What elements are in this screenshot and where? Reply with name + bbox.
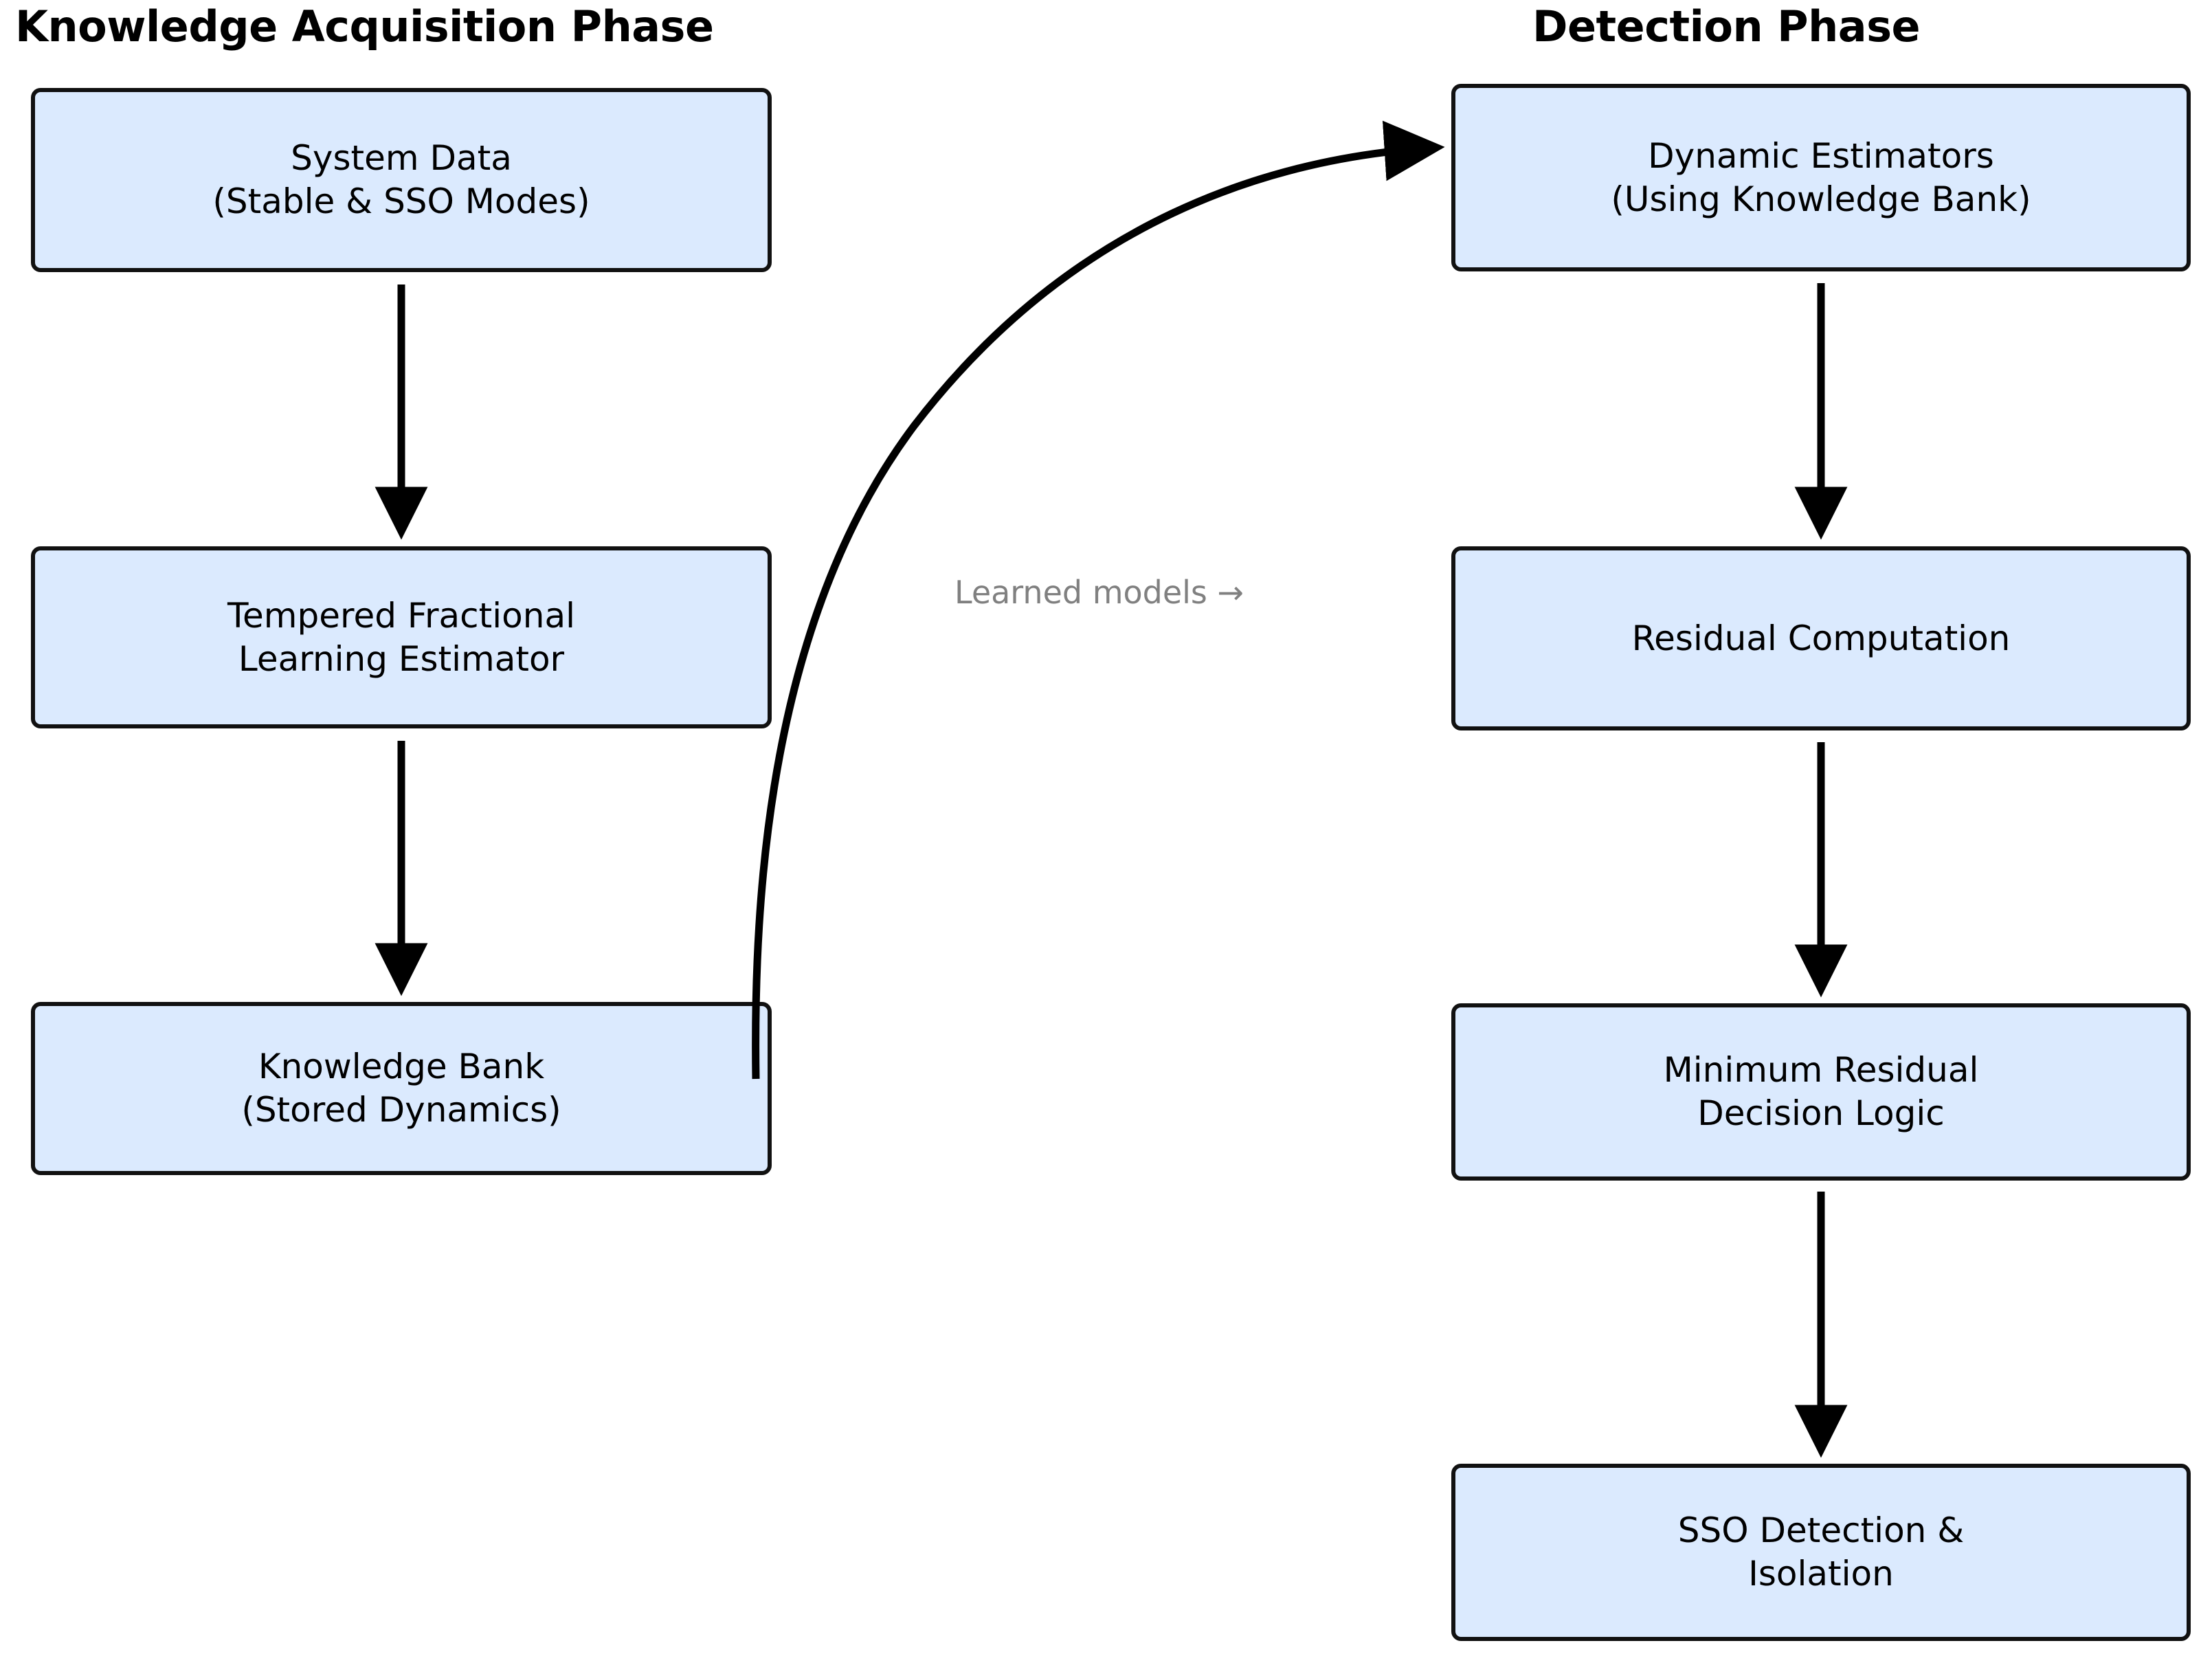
node-dynamic-estimators[interactable]: Dynamic Estimators (Using Knowledge Bank… <box>1451 84 2191 271</box>
node-residual-computation-label: Residual Computation <box>1631 618 2011 658</box>
node-knowledge-bank[interactable]: Knowledge Bank (Stored Dynamics) <box>31 1002 772 1175</box>
phase-title-detection: Detection Phase <box>1532 1 1921 52</box>
node-sso-detection-isolation-label: SSO Detection & Isolation <box>1677 1510 1965 1594</box>
node-minimum-residual-decision-logic[interactable]: Minimum Residual Decision Logic <box>1451 1003 2191 1181</box>
node-tempered-fractional-learning-estimator[interactable]: Tempered Fractional Learning Estimator <box>31 546 772 728</box>
node-sso-detection-isolation[interactable]: SSO Detection & Isolation <box>1451 1464 2191 1641</box>
node-system-data-label: System Data (Stable & SSO Modes) <box>212 138 590 221</box>
edge-label-learned-models: Learned models → <box>954 574 1244 611</box>
phase-title-knowledge-acquisition: Knowledge Acquisition Phase <box>15 1 714 52</box>
node-tempered-fractional-learning-estimator-label: Tempered Fractional Learning Estimator <box>227 595 575 679</box>
node-dynamic-estimators-label: Dynamic Estimators (Using Knowledge Bank… <box>1611 135 2031 219</box>
node-system-data[interactable]: System Data (Stable & SSO Modes) <box>31 88 772 272</box>
node-minimum-residual-decision-logic-label: Minimum Residual Decision Logic <box>1663 1050 1979 1133</box>
node-residual-computation[interactable]: Residual Computation <box>1451 546 2191 730</box>
edge-knowledge-bank-to-dynamic-estimators <box>752 120 1445 1080</box>
node-knowledge-bank-label: Knowledge Bank (Stored Dynamics) <box>241 1047 561 1130</box>
